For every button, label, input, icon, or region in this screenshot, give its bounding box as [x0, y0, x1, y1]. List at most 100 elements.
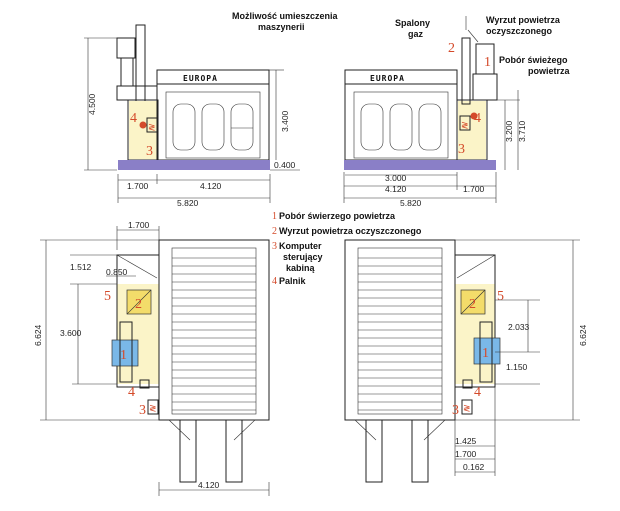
rear-intake-box [472, 73, 498, 101]
right-plan-dim-c-text: 1.425 [455, 436, 477, 446]
rear-marker-3: 3 [458, 142, 465, 157]
left-plan-marker-4: 4 [128, 385, 135, 400]
right-plan-marker-5: 5 [497, 289, 504, 304]
legend-num-4: 4 [272, 276, 277, 287]
front-door-window-1 [172, 103, 196, 151]
front-booth-header [156, 69, 270, 85]
burnt-gas-label-line1: Spalony [395, 18, 430, 28]
front-computer-box [146, 117, 158, 133]
legend: 1 Pobór świerzego powietrza 2 Wyrzut pow… [272, 211, 422, 287]
front-stack-mid [120, 57, 134, 87]
intake-label-line1: Pobór świeżego [499, 55, 568, 65]
right-plan-rail-right [411, 419, 429, 483]
front-computer-glyph: ≷ [148, 122, 156, 132]
front-marker-3: 3 [146, 144, 153, 159]
right-plan-view: 2 1 5 4 ≷ 3 6.624 2.033 1.150 1.425 1.70… [344, 239, 588, 483]
front-door-window-2 [201, 103, 225, 151]
left-plan-dim-top-text: 1.700 [128, 220, 150, 230]
front-machinery-fill [129, 101, 157, 159]
front-chimney [135, 24, 146, 106]
right-plan-rail-left [365, 419, 383, 483]
rear-dim-right-text: 1.700 [463, 184, 485, 194]
machinery-title-line1: Możliwość umieszczenia [232, 11, 339, 21]
rear-dim-height-a-text: 3.200 [504, 120, 514, 142]
right-plan-dim-total-text: 6.624 [578, 324, 588, 346]
front-base-bar [118, 160, 270, 170]
rear-dim-height-b-text: 3.710 [517, 120, 527, 142]
legend-num-3: 3 [272, 241, 277, 252]
rear-door-window-2 [389, 103, 413, 151]
machinery-title-line2: maszynerii [258, 22, 305, 32]
left-plan-computer-glyph: ≷ [149, 403, 157, 413]
burnt-gas-label-line2: gaz [408, 29, 424, 39]
left-plan-rail-right [225, 419, 243, 483]
legend-num-1: 1 [272, 211, 277, 222]
left-plan-door-swing-right [233, 419, 256, 441]
rear-elevation: EUROPA ≷ 4 3 2 1 3.200 3.710 3.000 4.120… [343, 16, 527, 208]
right-plan-burner-box [462, 379, 473, 389]
rear-computer-box [459, 115, 471, 131]
right-plan-dim-d-text: 1.700 [455, 449, 477, 459]
right-plan-unit-1 [473, 337, 501, 365]
rear-computer-glyph: ≷ [461, 120, 469, 130]
right-plan-dim-e-text: 0.162 [463, 462, 485, 472]
right-plan-marker-3: 3 [452, 403, 459, 418]
rear-burner-dot [470, 112, 478, 120]
front-door-frame [165, 91, 261, 159]
legend-num-2: 2 [272, 226, 277, 237]
front-dim-left-text: 1.700 [127, 181, 149, 191]
rear-booth-header [344, 69, 458, 85]
right-plan-door-swing-right [423, 419, 446, 441]
exhaust-label-line2: oczyszczonego [486, 26, 553, 36]
left-plan-booth [158, 239, 270, 421]
left-plan-view: 2 1 5 4 ≷ 3 1.700 6.624 1.512 3.600 [33, 220, 270, 496]
rear-marker-2: 2 [448, 41, 455, 56]
rear-dim-total-text: 5.820 [400, 198, 422, 208]
front-dim-inner-text: 3.400 [280, 110, 290, 132]
right-plan-marker-4: 4 [474, 385, 481, 400]
legend-text-3c: kabiną [286, 263, 316, 273]
right-plan-diag-line [456, 254, 496, 279]
front-burner-dot [139, 121, 147, 129]
right-plan-computer-box [461, 399, 473, 415]
left-plan-marker-2: 2 [135, 297, 142, 312]
legend-text-1: Pobór świerzego powietrza [279, 211, 396, 221]
right-plan-marker-1: 1 [482, 346, 489, 361]
rear-door-frame [353, 91, 449, 159]
left-plan-computer-box [147, 399, 159, 415]
left-plan-unit-1 [111, 339, 139, 367]
right-plan-marker-2: 2 [469, 297, 476, 312]
legend-text-3b: sterujący [283, 252, 323, 262]
left-plan-dim-total-text: 6.624 [33, 324, 43, 346]
rear-chimney [461, 37, 471, 105]
right-plan-dim-b-text: 1.150 [506, 362, 528, 372]
right-plan-machinery-frame [454, 254, 496, 388]
left-plan-grate [171, 247, 257, 415]
front-elevation: EUROPA ≷ 4 3 4.500 3.400 0.400 1.700 4.1… [84, 24, 300, 208]
right-plan-unit-2-diag [460, 289, 486, 315]
right-plan-computer-glyph: ≷ [463, 403, 471, 413]
front-brand-text: EUROPA [183, 74, 218, 83]
right-plan-dim-a-text: 2.033 [508, 322, 530, 332]
front-dim-base-text: 0.400 [274, 160, 296, 170]
exhaust-label-line1: Wyrzut powietrza [486, 15, 561, 25]
left-plan-dim-bottom-text: 4.120 [198, 480, 220, 490]
front-dim-total-text: 5.820 [177, 198, 199, 208]
legend-text-2: Wyrzut powietrza oczyszczonego [279, 226, 422, 236]
left-plan-dim-c-text: 3.600 [60, 328, 82, 338]
rear-door-window-1 [360, 103, 384, 151]
right-plan-duct [479, 321, 493, 383]
right-plan-grate-lines [358, 257, 442, 411]
rear-marker-1: 1 [484, 55, 491, 70]
left-plan-dim-b-text: 0.850 [106, 267, 128, 277]
left-plan-marker-1: 1 [120, 348, 127, 363]
left-plan-rail-left [179, 419, 197, 483]
left-plan-duct [119, 321, 133, 383]
legend-text-4: Palnik [279, 276, 307, 286]
left-plan-diag-line [116, 254, 158, 279]
intake-label-line2: powietrza [528, 66, 571, 76]
left-plan-marker-5: 5 [104, 289, 111, 304]
front-marker-4: 4 [130, 111, 137, 126]
